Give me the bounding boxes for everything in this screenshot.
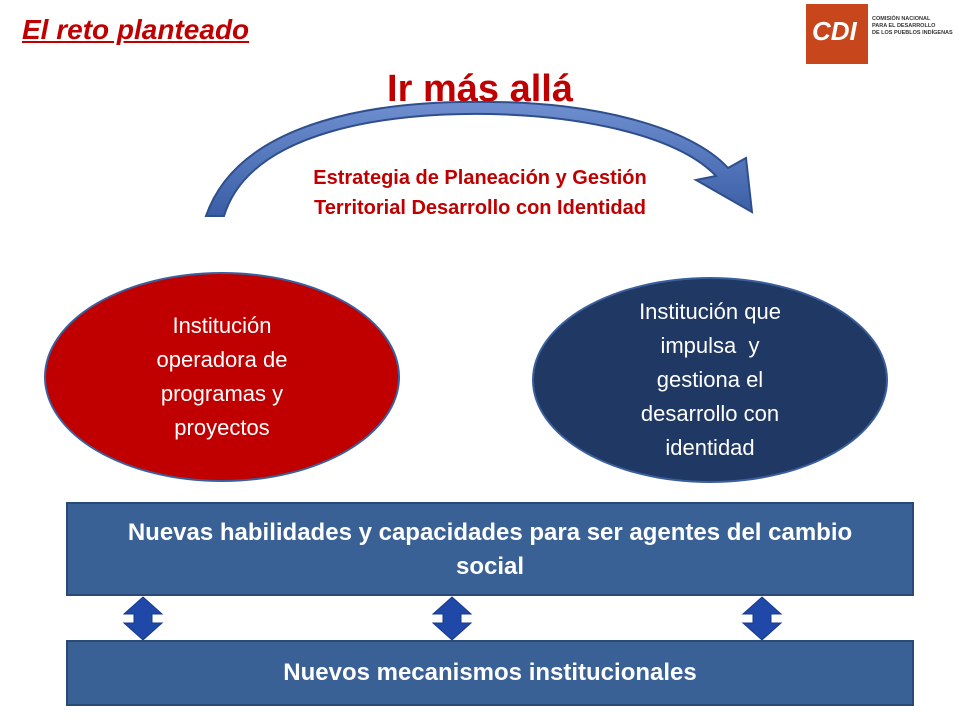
right-ellipse-line-1: Institución que [639,299,781,324]
left-ellipse-line-1: Institución [172,313,272,338]
cdi-logo: CDI COMISIÓN NACIONAL PARA EL DESARROLLO… [806,4,956,64]
logo-line-1: COMISIÓN NACIONAL [872,14,931,22]
logo-block [806,4,868,64]
double-arrow-icon [122,596,164,641]
logo-letters: CDI [812,16,858,46]
logo-line-3: DE LOS PUEBLOS INDÍGENAS [872,28,953,36]
logo-line-2: PARA EL DESARROLLO [872,23,936,29]
right-ellipse-line-2: impulsa y [660,333,760,358]
right-ellipse-line-5: identidad [665,435,755,460]
skills-band-line-2: social [455,553,525,580]
right-ellipse-line-4: desarrollo con [640,401,780,426]
mechanisms-band: Nuevos mecanismos institucionales [66,640,914,706]
strategy-line-1: Estrategia de Planeación y Gestión [313,167,647,189]
slide-heading: El reto planteado [22,14,250,45]
development-institution-ellipse: Institución que impulsa y gestiona el de… [532,277,888,483]
double-arrow-icon [431,596,473,641]
double-arrow-icon [741,596,783,641]
operator-institution-ellipse: Institución operadora de programas y pro… [44,272,400,482]
skills-band: Nuevas habilidades y capacidades para se… [66,502,914,596]
right-ellipse-line-3: gestiona el [656,367,764,392]
left-ellipse-line-3: programas y [160,381,284,406]
arc-body [204,100,754,217]
strategy-caption: Estrategia de Planeación y Gestión Terri… [270,163,690,223]
strategy-line-2: Territorial Desarrollo con Identidad [314,197,646,219]
left-ellipse-line-2: operadora de [156,347,288,372]
left-ellipse-line-4: proyectos [174,415,270,440]
skills-band-line-1: Nuevas habilidades y capacidades para se… [127,519,853,546]
